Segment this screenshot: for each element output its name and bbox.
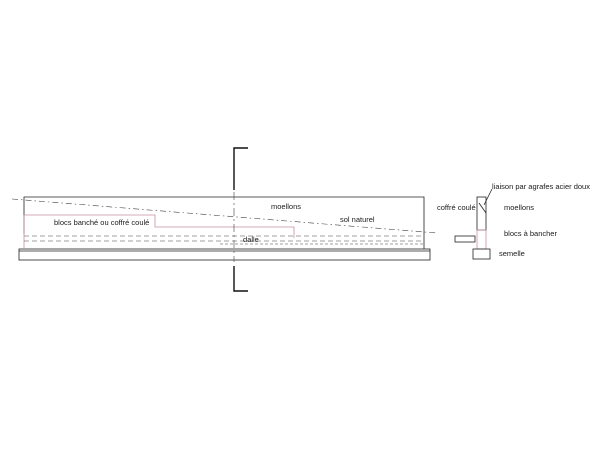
blocks-zone-outline [24,214,295,238]
label-blocs-banche: blocs banché ou coffré coulé [54,218,149,227]
label-liaison: liaison par agrafes acier doux [492,182,590,191]
detail-slab-stub [454,235,476,243]
footing-strip [18,248,431,261]
label-dalle: dalle [243,235,259,244]
label-sol-naturel: sol naturel [340,215,375,224]
label-moellons: moellons [271,202,301,211]
detail-staple-tie [478,202,487,214]
label-semelle: semelle [499,249,525,258]
label-blocs-a-bancher: blocs à bancher [504,229,557,238]
detail-blocks-column [476,229,487,250]
detail-footing [472,248,491,260]
main-elevation: moellons sol naturel blocs banché ou cof… [11,147,438,292]
section-cut-bottom [233,266,248,292]
label-moellons-detail: moellons [504,203,534,212]
section-detail: coffré coulé liaison par agrafes acier d… [437,182,590,260]
natural-soil-line [11,198,438,234]
detail-moellons-column [476,196,487,231]
detail-liaison-leader [483,188,493,206]
label-coffre-coule: coffré coulé [437,203,476,212]
section-cut-top [233,147,248,190]
